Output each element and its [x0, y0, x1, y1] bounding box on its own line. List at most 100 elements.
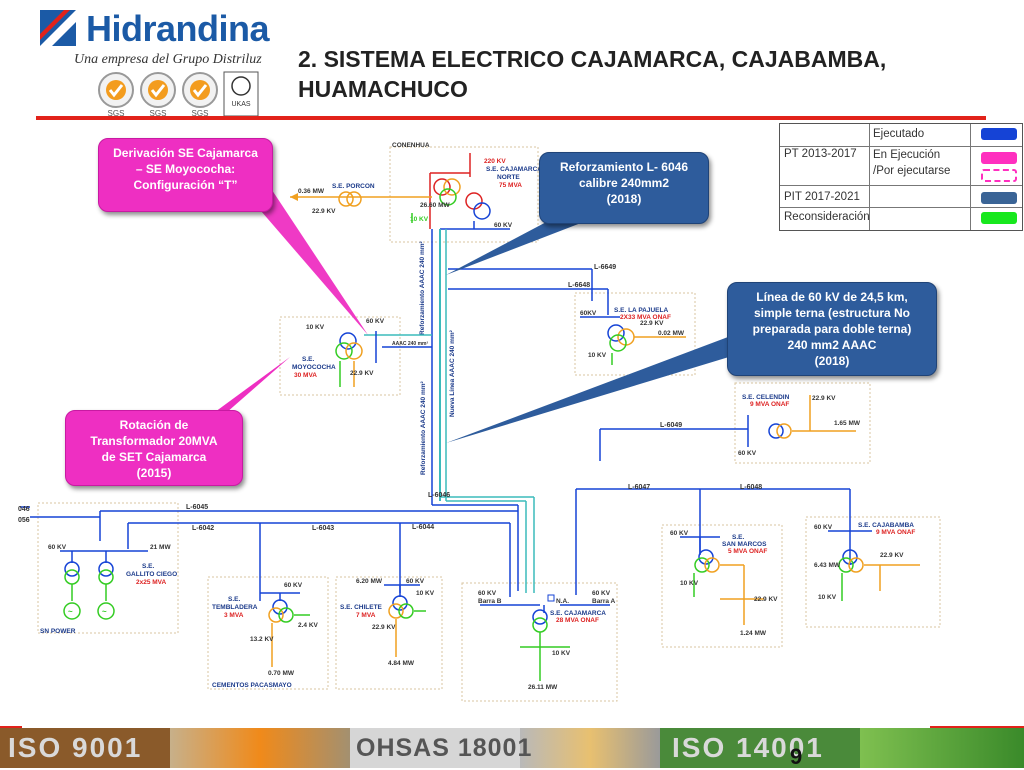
svg-text:L-6649: L-6649	[594, 264, 616, 271]
svg-text:60 KV: 60 KV	[592, 590, 611, 597]
svg-text:0.36 MW: 0.36 MW	[298, 188, 325, 195]
sgs-seal-icon: SGS	[140, 72, 176, 118]
se-la-pajuela: L-6649 L-6648 S.E. LA PAJUELA 2X33 MVA O…	[448, 264, 686, 365]
brand-name: Hidrandina	[86, 8, 270, 49]
footer-band-helmet	[520, 728, 660, 768]
derivacion-pointer	[230, 175, 368, 335]
svg-text:60 KV: 60 KV	[814, 524, 833, 531]
svg-text:S.E. CAJABAMBA: S.E. CAJABAMBA	[858, 522, 914, 529]
svg-text:22.9 KV: 22.9 KV	[880, 552, 904, 559]
se-porcon: S.E. PORCON 0.36 MW 22.9 KV	[290, 183, 432, 215]
se-moyococha: AAAC 240 mm² 60 KV 10 KV S.E. MOYOCOCHA …	[292, 318, 432, 387]
legend-status-in-progress: En Ejecución	[873, 149, 941, 161]
svg-text:SN POWER: SN POWER	[40, 628, 76, 635]
box-gallito-ciego	[37, 502, 179, 634]
callout-linea60-line5: (2018)	[814, 354, 850, 368]
svg-text:28 MVA ONAF: 28 MVA ONAF	[556, 617, 599, 624]
generator-icon	[97, 602, 115, 620]
svg-text:75 MVA: 75 MVA	[499, 182, 522, 189]
box-san-marcos	[661, 524, 783, 648]
svg-text:22.9 KV: 22.9 KV	[812, 395, 836, 402]
callout-reforzamiento-line2: calibre 240mm2	[578, 176, 670, 190]
certification-seals: SGS SGS SGS UKAS	[98, 71, 259, 118]
svg-text:0.02 MW: 0.02 MW	[658, 330, 685, 337]
se-chilete: 6.20 MW 60 KV S.E. CHILETE 7 MVA 10 KV 2…	[340, 578, 435, 667]
footer-band-leaf	[860, 728, 1024, 768]
svg-text:L-6049: L-6049	[660, 422, 682, 429]
legend-swatch-reconsideration	[981, 212, 1017, 224]
svg-text:60KV: 60KV	[580, 310, 597, 317]
main-corridor: Reforzamiento AAAC 240 mm² Nueva Línea A…	[419, 229, 535, 593]
svg-text:N.A.: N.A.	[556, 598, 569, 605]
svg-text:056: 056	[18, 517, 30, 524]
page-number: 9	[790, 744, 803, 769]
svg-text:L-6048: L-6048	[740, 484, 762, 491]
svg-text:S.E. LA PAJUELA: S.E. LA PAJUELA	[614, 307, 668, 314]
svg-text:6.43 MW: 6.43 MW	[814, 562, 841, 569]
hidrandina-mark-icon	[40, 10, 76, 46]
svg-text:22.9 KV: 22.9 KV	[350, 370, 374, 377]
legend-status-reconsideration: Reconsideración	[784, 211, 870, 223]
se-cajabamba: 60 KV S.E. CAJABAMBA 9 MVA ONAF 6.43 MW …	[814, 522, 920, 601]
callout-derivacion-line3: Configuración “T”	[133, 178, 238, 192]
svg-text:~: ~	[102, 607, 107, 616]
svg-text:Reforzamiento AAAC 240 mm²: Reforzamiento AAAC 240 mm²	[419, 240, 426, 335]
footer-iso14001: ISO 14001	[672, 732, 824, 763]
svg-text:S.E. CAJAMARCA: S.E. CAJAMARCA	[486, 166, 542, 173]
svg-text:1.65 MW: 1.65 MW	[834, 420, 861, 427]
svg-text:13.2 KV: 13.2 KV	[250, 636, 274, 643]
callout-linea60-line1: Línea de 60 kV de 24,5 km,	[756, 290, 908, 304]
sgs-seal-icon: SGS	[98, 72, 134, 118]
footer-band-ohsas	[350, 728, 520, 768]
legend-status-executed: Ejecutado	[873, 128, 925, 140]
svg-text:10 KV: 10 KV	[306, 324, 325, 331]
ukas-seal-icon: UKAS	[223, 71, 259, 117]
svg-text:22.9 KV: 22.9 KV	[312, 208, 336, 215]
footer-band-iso9001	[0, 728, 170, 768]
sgs-seal-icon: SGS	[182, 72, 218, 118]
callout-rotacion-line4: (2015)	[136, 466, 172, 480]
svg-text:21 MW: 21 MW	[150, 544, 171, 551]
linea60-pointer	[446, 337, 742, 443]
svg-text:Barra B: Barra B	[478, 598, 502, 605]
svg-text:26.11 MW: 26.11 MW	[528, 684, 558, 691]
callout-linea60-line3: preparada para doble terna)	[752, 322, 912, 336]
svg-text:7 MVA: 7 MVA	[356, 612, 376, 619]
svg-text:SAN MARCOS: SAN MARCOS	[722, 541, 767, 548]
svg-text:S.E. PORCON: S.E. PORCON	[332, 183, 375, 190]
svg-text:60 KV: 60 KV	[366, 318, 385, 325]
svg-text:60 KV: 60 KV	[284, 582, 303, 589]
svg-text:3 MVA: 3 MVA	[224, 612, 244, 619]
page-title-line1: 2. SISTEMA ELECTRICO CAJAMARCA, CAJABAMB…	[298, 46, 887, 72]
legend-swatch-pit	[981, 192, 1017, 204]
legend-swatch-executed	[981, 128, 1017, 140]
svg-text:Reforzamiento AAAC 240 mm²: Reforzamiento AAAC 240 mm²	[420, 380, 427, 475]
legend-period-pt: PT 2013-2017	[784, 148, 857, 160]
se-cajamarca: 60 KV Barra B N.A. 60 KV Barra A S.E. CA…	[478, 590, 616, 691]
callout-rotacion-line2: Transformador 20MVA	[90, 434, 218, 448]
callout-linea-60kv: Línea de 60 kV de 24,5 km, simple terna …	[727, 282, 937, 376]
callout-derivacion: Derivación SE Cajamarca – SE Moyococha: …	[98, 138, 273, 212]
svg-text:L-6045: L-6045	[186, 504, 208, 511]
legend-divider	[869, 124, 870, 230]
svg-text:60 KV: 60 KV	[494, 222, 513, 229]
callout-derivacion-line2: – SE Moyococha:	[135, 162, 236, 176]
svg-text:60 KV: 60 KV	[738, 450, 757, 457]
legend-row-divider	[780, 146, 1022, 147]
svg-text:30 MVA: 30 MVA	[294, 372, 317, 379]
callout-rotacion-line1: Rotación de	[119, 418, 189, 432]
svg-text:10 KV: 10 KV	[818, 594, 837, 601]
box-celendin	[734, 382, 871, 464]
svg-text:L-6648: L-6648	[568, 282, 590, 289]
svg-text:60 KV: 60 KV	[406, 578, 425, 585]
svg-text:CONENHUA: CONENHUA	[392, 142, 430, 149]
svg-text:4.84 MW: 4.84 MW	[388, 660, 415, 667]
svg-text:0.70 MW: 0.70 MW	[268, 670, 295, 677]
svg-text:22.9 KV: 22.9 KV	[754, 596, 778, 603]
callout-rotacion-line3: de SET Cajamarca	[101, 450, 207, 464]
svg-text:L-6042: L-6042	[192, 525, 214, 532]
se-tembladera: 60 KV S.E. TEMBLADERA 3 MVA 2.4 KV 13.2 …	[212, 582, 319, 689]
svg-text:S.E.: S.E.	[228, 596, 240, 603]
footer-banner: ISO 9001 OHSAS 18001 ISO 14001	[0, 728, 1024, 768]
se-cajamarca-norte: CONENHUA 220 KV S.E. CAJAMARCA NORTE 75 …	[392, 142, 542, 230]
